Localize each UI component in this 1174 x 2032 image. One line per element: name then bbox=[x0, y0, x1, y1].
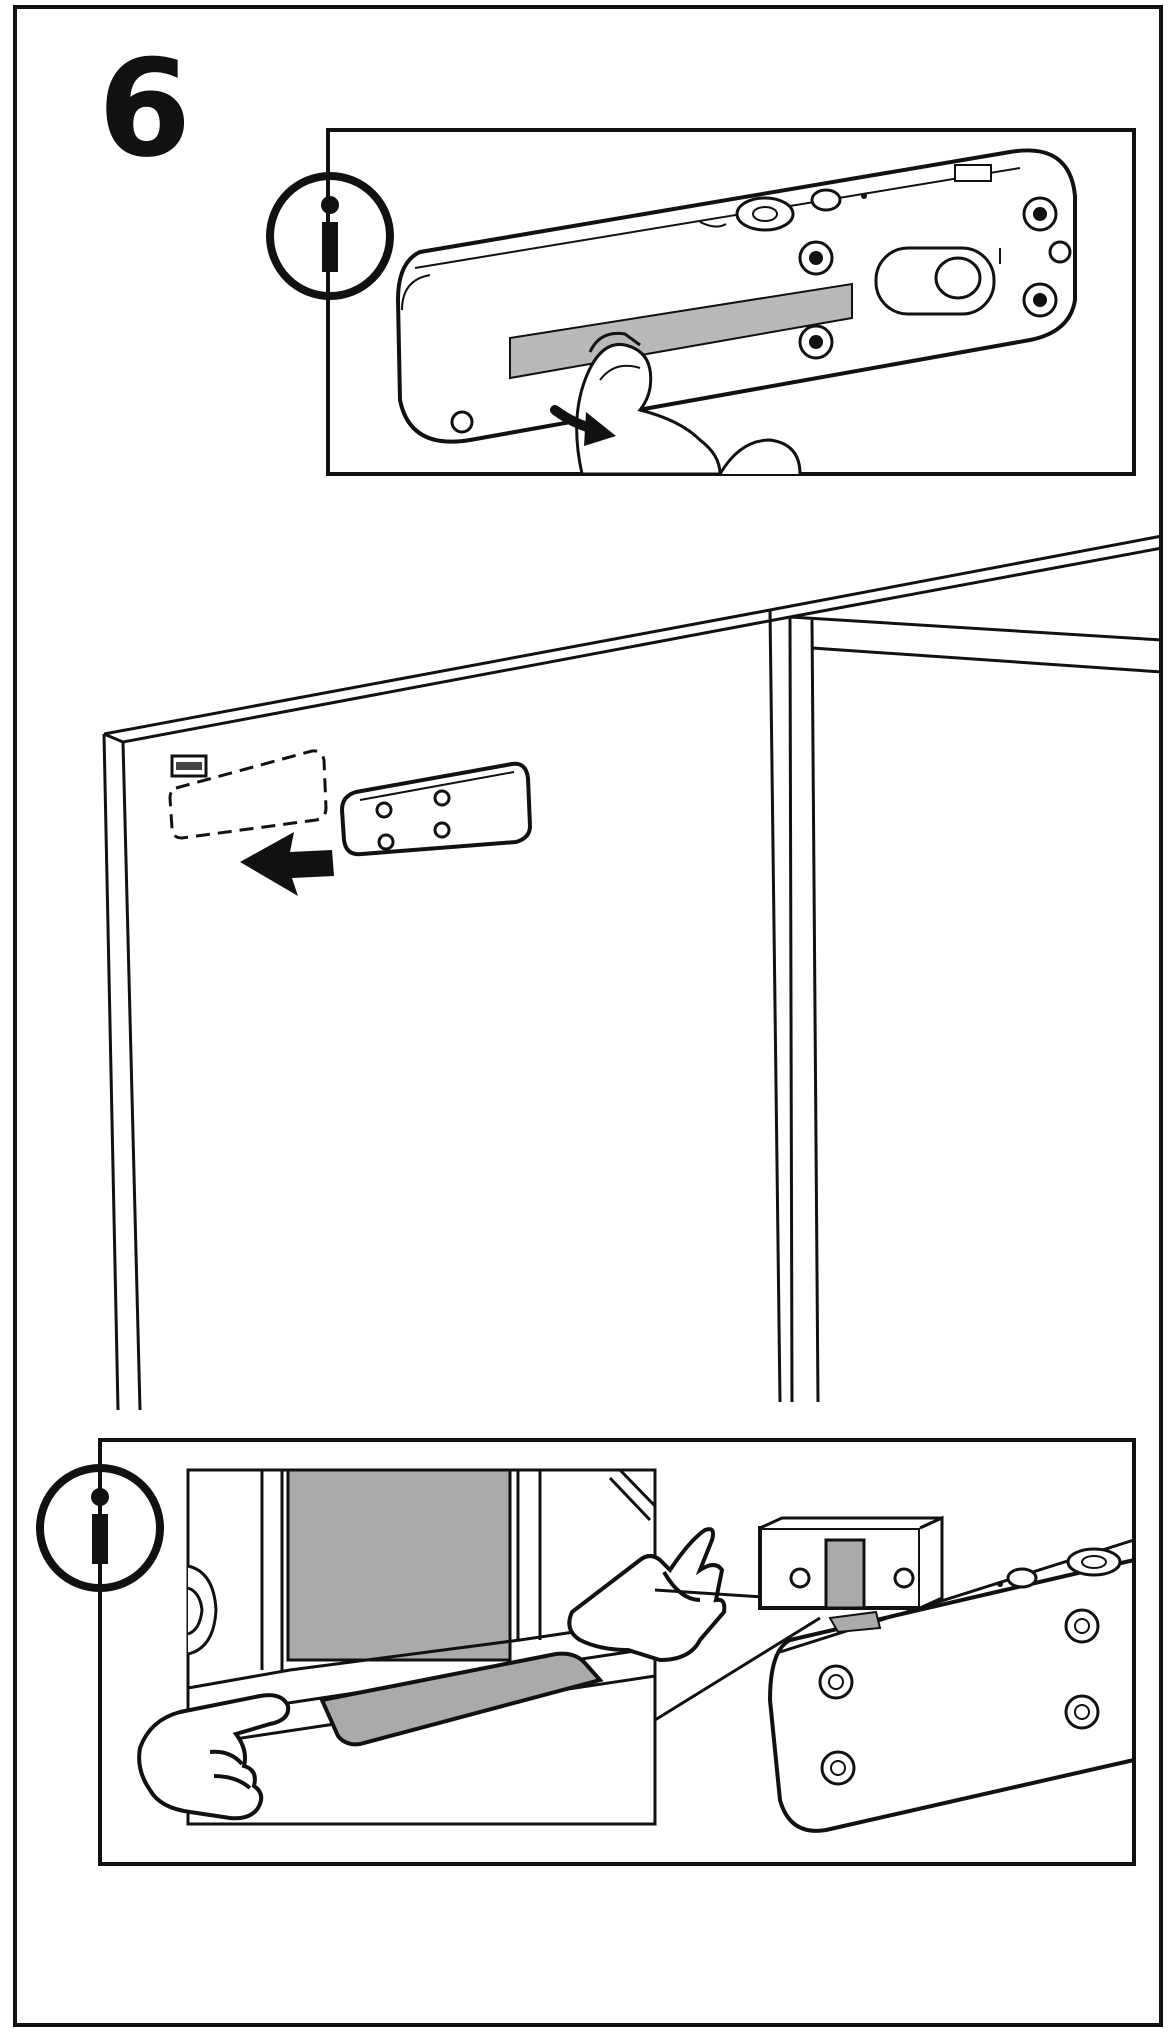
arrow-left-icon bbox=[240, 832, 334, 896]
screw-hole bbox=[1022, 282, 1058, 318]
screw-hole bbox=[798, 240, 834, 276]
cabinet-scene bbox=[102, 534, 1163, 1411]
page-frame bbox=[13, 5, 1163, 2027]
step-number: 6 bbox=[98, 31, 192, 187]
detail-panel-peel-tape bbox=[326, 128, 1136, 476]
pointing-hand-left bbox=[137, 1693, 291, 1821]
screw-hole bbox=[1022, 196, 1058, 232]
screw-hole bbox=[1064, 1694, 1100, 1730]
magnet-bracket bbox=[758, 1515, 944, 1634]
adhesive-pad bbox=[319, 1651, 604, 1747]
screw-hole bbox=[1048, 240, 1072, 264]
cabinet-door bbox=[102, 733, 120, 1411]
detail-panel-mounting bbox=[98, 1438, 1136, 1866]
recess-channel bbox=[286, 1468, 512, 1662]
sensor-target-outline bbox=[168, 749, 328, 840]
door-sensor-device bbox=[339, 761, 533, 857]
inset-door-edge-view bbox=[186, 1468, 657, 1826]
door-sensor-device-back bbox=[395, 148, 1077, 444]
screw-hole bbox=[818, 1664, 854, 1700]
cabinet-frame-post bbox=[768, 609, 782, 1403]
screw-hole bbox=[820, 1750, 856, 1786]
screw-hole bbox=[450, 410, 474, 434]
screw-hole bbox=[1064, 1608, 1100, 1644]
adhesive-tape-strip bbox=[509, 282, 853, 380]
hand-finger bbox=[575, 342, 722, 476]
arrow-down-right-icon bbox=[550, 405, 616, 446]
screw-hole bbox=[798, 324, 834, 360]
